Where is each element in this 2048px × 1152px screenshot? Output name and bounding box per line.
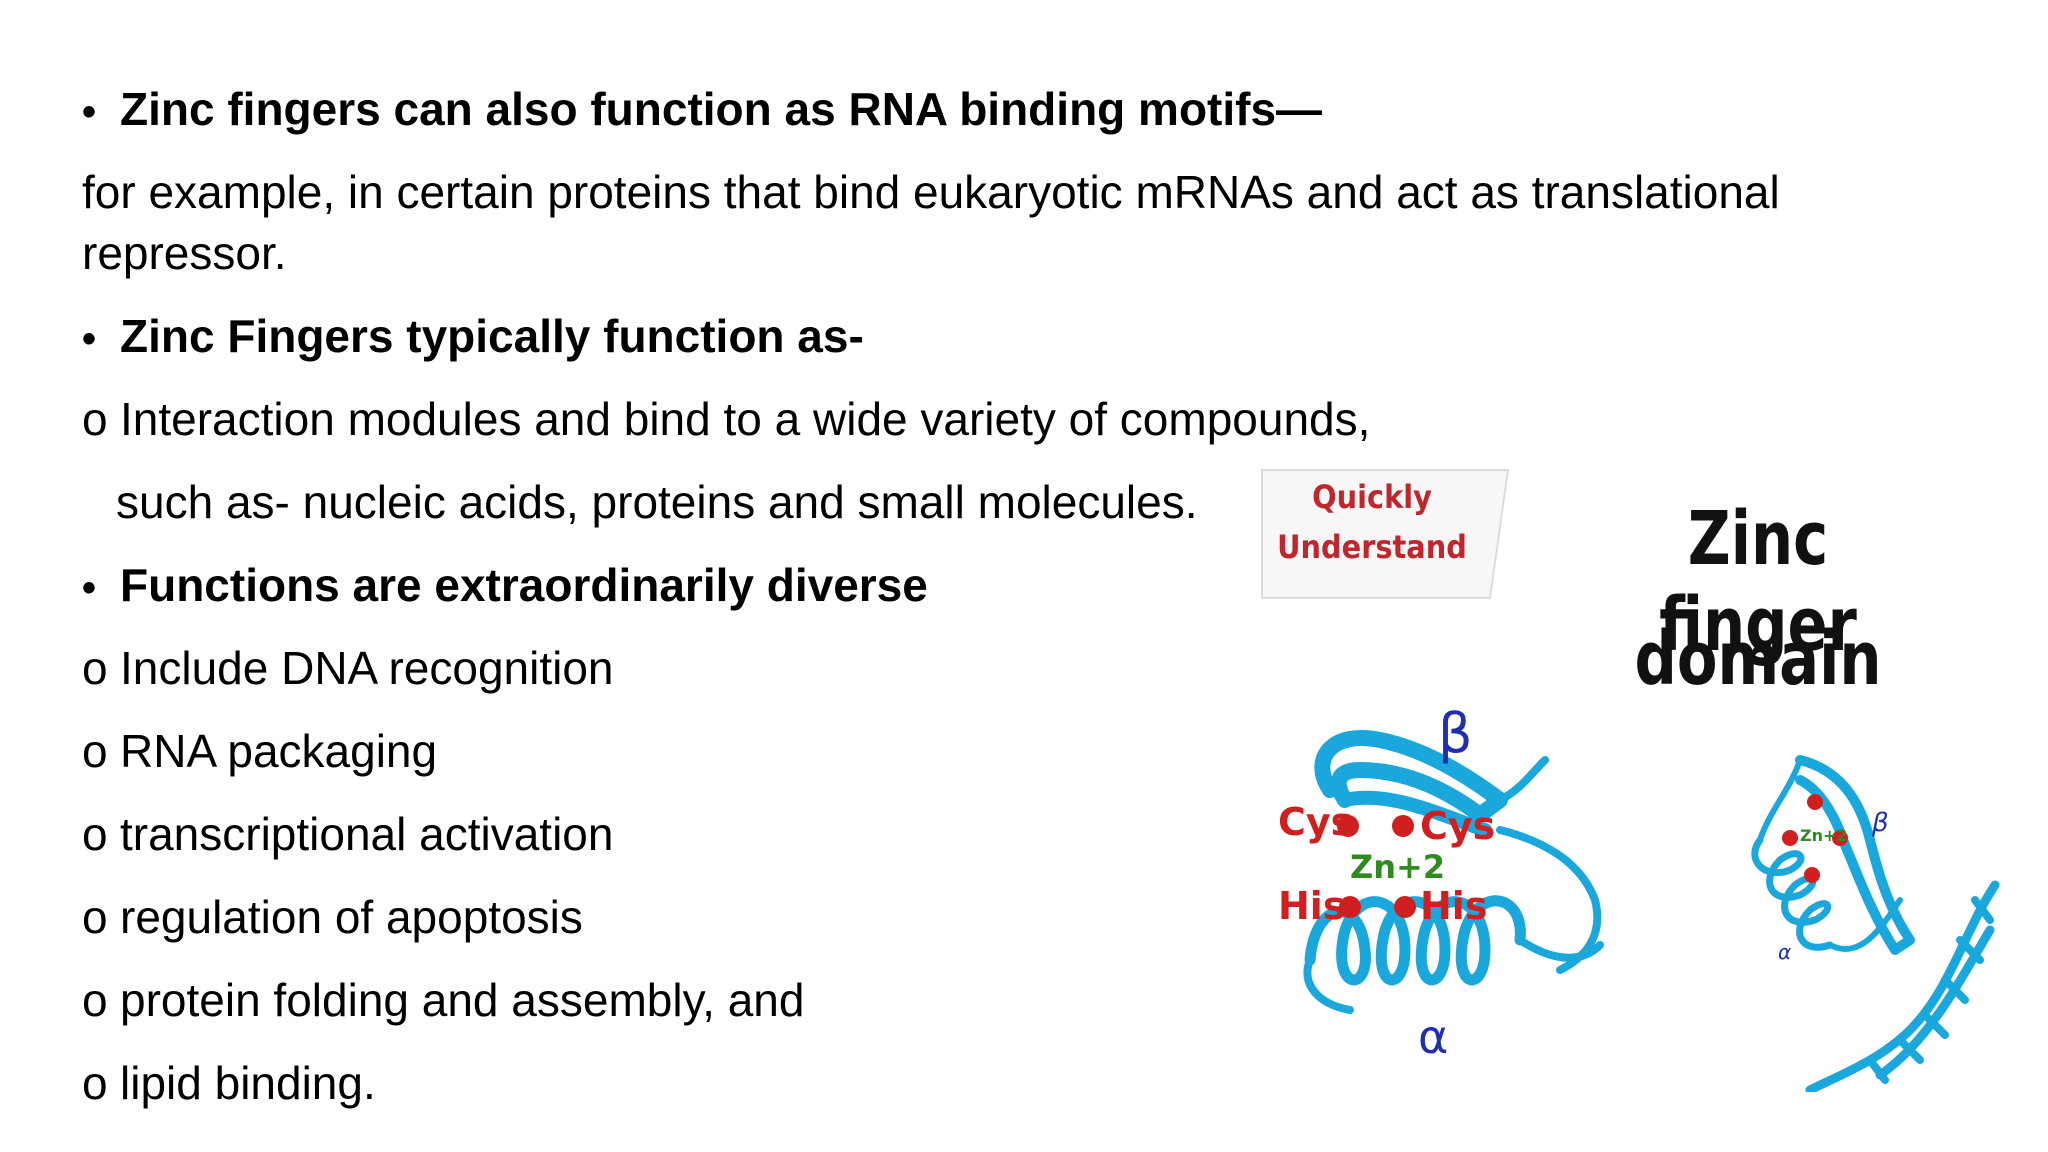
- his-left-label: His: [1278, 884, 1346, 928]
- bullet-text: Zinc fingers can also function as RNA bi…: [120, 83, 1323, 135]
- cys-right-dot: [1392, 815, 1414, 837]
- sub-item-continuation: such as- nucleic acids, proteins and sma…: [116, 476, 1198, 528]
- dna-strand-1: [1805, 880, 2000, 1092]
- bullet-text: Functions are extraordinarily diverse: [120, 559, 928, 611]
- right-loop: [1757, 757, 1903, 952]
- paragraph-example-line-1: for example, in certain proteins that bi…: [82, 166, 1780, 218]
- sub-bullet-marker: o: [82, 642, 108, 694]
- right-residue-3: [1832, 830, 1848, 846]
- badge-line-2: Understand: [1277, 528, 1467, 566]
- sub-bullet-marker: o: [82, 1057, 108, 1109]
- zinc-residues: [1337, 815, 1416, 918]
- alpha-label: α: [1418, 1010, 1449, 1064]
- cys-left-dot: [1337, 815, 1359, 837]
- sub-bullet-marker: o: [82, 974, 108, 1026]
- right-zinc-label: Zn+2: [1800, 826, 1848, 845]
- sub-item-text: Interaction modules and bind to a wide v…: [120, 393, 1371, 445]
- badge-background: [1261, 469, 1510, 599]
- sub-bullet-marker: o: [82, 808, 108, 860]
- left-protein-structure: [1303, 730, 1604, 1014]
- sub-item-text: lipid binding.: [120, 1057, 376, 1109]
- his-right-dot: [1394, 896, 1416, 918]
- figure-title-line-2: domain: [1634, 616, 1882, 702]
- bullet-rna-binding: • Zinc fingers can also function as RNA b…: [82, 78, 1322, 143]
- bullet-typical-function: • Zinc Fingers typically function as-: [82, 305, 864, 370]
- beta-label: β: [1438, 702, 1473, 765]
- helix-end: [1303, 936, 1604, 1014]
- right-helix: [1751, 836, 1834, 951]
- right-beta-label: β: [1872, 808, 1889, 838]
- right-alpha-label: α: [1778, 940, 1792, 964]
- dna-helix: [1805, 880, 2000, 1092]
- bullet-functions-diverse: • Functions are extraordinarily diverse: [82, 554, 928, 619]
- sub-item-text: protein folding and assembly, and: [120, 974, 805, 1026]
- cys-left-label: Cys: [1278, 800, 1354, 844]
- dna-rungs: [1866, 896, 1994, 1084]
- bullet-marker: •: [82, 317, 97, 361]
- his-left-dot: [1339, 896, 1361, 918]
- paragraph-example-line-2: repressor.: [82, 227, 287, 279]
- right-protein-structure: [1751, 755, 1915, 955]
- loop-tail: [1496, 756, 1602, 974]
- sub-item-text: RNA packaging: [120, 725, 438, 777]
- sub-item-text: regulation of apoptosis: [120, 891, 583, 943]
- right-residue-1: [1807, 794, 1823, 810]
- sub-bullet-marker: o: [82, 393, 108, 445]
- right-residue-4: [1804, 867, 1820, 883]
- zinc-finger-illustration: [1261, 469, 2000, 1092]
- badge-line-1: Quickly: [1312, 478, 1432, 516]
- right-residue-2: [1782, 830, 1798, 846]
- sub-item-text: transcriptional activation: [120, 808, 614, 860]
- zinc-label: Zn+2: [1350, 848, 1446, 886]
- his-right-label: His: [1420, 884, 1488, 928]
- right-beta: [1795, 755, 1915, 955]
- sub-item-text: Include DNA recognition: [120, 642, 614, 694]
- sub-bullet-marker: o: [82, 725, 108, 777]
- sub-bullet-marker: o: [82, 891, 108, 943]
- beta-strand-2: [1338, 790, 1492, 837]
- dna-strand-2: [1875, 925, 1995, 1080]
- right-zinc-residues: [1782, 794, 1848, 883]
- beta-strand: [1314, 730, 1508, 823]
- bullet-marker: •: [82, 90, 97, 134]
- bullet-marker: •: [82, 566, 97, 610]
- bullet-text: Zinc Fingers typically function as-: [120, 310, 864, 362]
- cys-right-label: Cys: [1420, 804, 1496, 848]
- figure-title-line-1: Zinc finger: [1659, 496, 1857, 668]
